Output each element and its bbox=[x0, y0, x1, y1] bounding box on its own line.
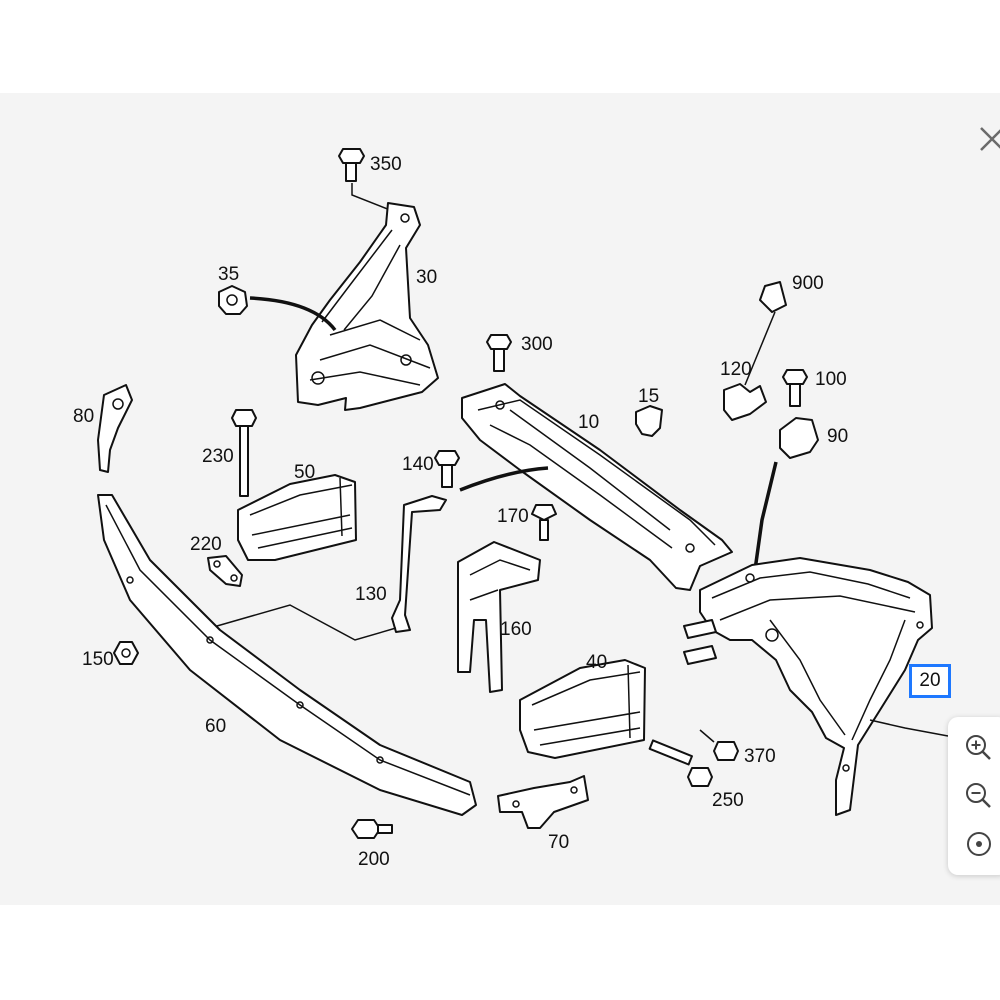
part-60-bumper-beam bbox=[97, 494, 477, 816]
label-100[interactable]: 100 bbox=[815, 369, 847, 390]
reset-view-button[interactable] bbox=[962, 827, 996, 861]
part-300-bolt bbox=[486, 334, 512, 372]
label-50[interactable]: 50 bbox=[294, 462, 315, 483]
zoom-in-icon bbox=[966, 735, 991, 760]
close-button[interactable] bbox=[975, 122, 1000, 156]
part-15-cap bbox=[635, 405, 663, 437]
label-250[interactable]: 250 bbox=[712, 790, 744, 811]
label-20-highlighted[interactable]: 20 bbox=[909, 664, 951, 698]
part-370-bolt bbox=[713, 741, 739, 761]
label-80[interactable]: 80 bbox=[73, 406, 94, 427]
part-130-rod bbox=[391, 495, 447, 633]
label-120[interactable]: 120 bbox=[720, 359, 752, 380]
part-120-bracket bbox=[723, 383, 767, 421]
part-10-cross-member bbox=[461, 383, 733, 591]
zoom-out-icon bbox=[966, 783, 991, 808]
part-140-bolt bbox=[434, 450, 460, 488]
label-130[interactable]: 130 bbox=[355, 584, 387, 605]
part-30-bracket bbox=[295, 202, 439, 411]
part-220-plate bbox=[207, 555, 243, 587]
label-350[interactable]: 350 bbox=[370, 154, 402, 175]
label-170[interactable]: 170 bbox=[497, 506, 529, 527]
label-140[interactable]: 140 bbox=[402, 454, 434, 475]
zoom-out-button[interactable] bbox=[962, 779, 996, 813]
zoom-controls bbox=[948, 717, 1000, 875]
part-230-bolt bbox=[231, 409, 257, 497]
label-900[interactable]: 900 bbox=[792, 273, 824, 294]
label-370[interactable]: 370 bbox=[744, 746, 776, 767]
part-100-bolt bbox=[782, 369, 808, 407]
zoom-in-button[interactable] bbox=[962, 731, 996, 765]
label-10[interactable]: 10 bbox=[578, 412, 599, 433]
part-40-absorber bbox=[519, 659, 646, 759]
part-250-bolt bbox=[648, 739, 713, 787]
label-30[interactable]: 30 bbox=[416, 267, 437, 288]
label-200[interactable]: 200 bbox=[358, 849, 390, 870]
label-40[interactable]: 40 bbox=[586, 652, 607, 673]
label-90[interactable]: 90 bbox=[827, 426, 848, 447]
diagram-viewer bbox=[0, 93, 1000, 905]
part-160-bracket bbox=[457, 541, 541, 693]
label-70[interactable]: 70 bbox=[548, 832, 569, 853]
part-20-front-frame bbox=[683, 557, 933, 816]
label-35[interactable]: 35 bbox=[218, 264, 239, 285]
label-15[interactable]: 15 bbox=[638, 386, 659, 407]
reset-view-icon bbox=[967, 832, 991, 856]
label-160[interactable]: 160 bbox=[500, 619, 532, 640]
label-60[interactable]: 60 bbox=[205, 716, 226, 737]
part-80-plate bbox=[97, 384, 133, 473]
label-300[interactable]: 300 bbox=[521, 334, 553, 355]
label-150[interactable]: 150 bbox=[82, 649, 114, 670]
label-230[interactable]: 230 bbox=[202, 446, 234, 467]
part-900-label bbox=[759, 281, 787, 313]
part-170-bolt bbox=[531, 504, 557, 541]
part-50-absorber bbox=[237, 474, 357, 561]
part-350-bolt bbox=[338, 148, 365, 182]
close-icon bbox=[980, 127, 1000, 151]
part-90-clamp bbox=[779, 417, 819, 459]
part-35-clip bbox=[218, 285, 248, 315]
label-220[interactable]: 220 bbox=[190, 534, 222, 555]
part-200-bolt bbox=[351, 819, 393, 839]
part-150-nut bbox=[113, 641, 139, 665]
part-70-bracket bbox=[497, 775, 589, 829]
